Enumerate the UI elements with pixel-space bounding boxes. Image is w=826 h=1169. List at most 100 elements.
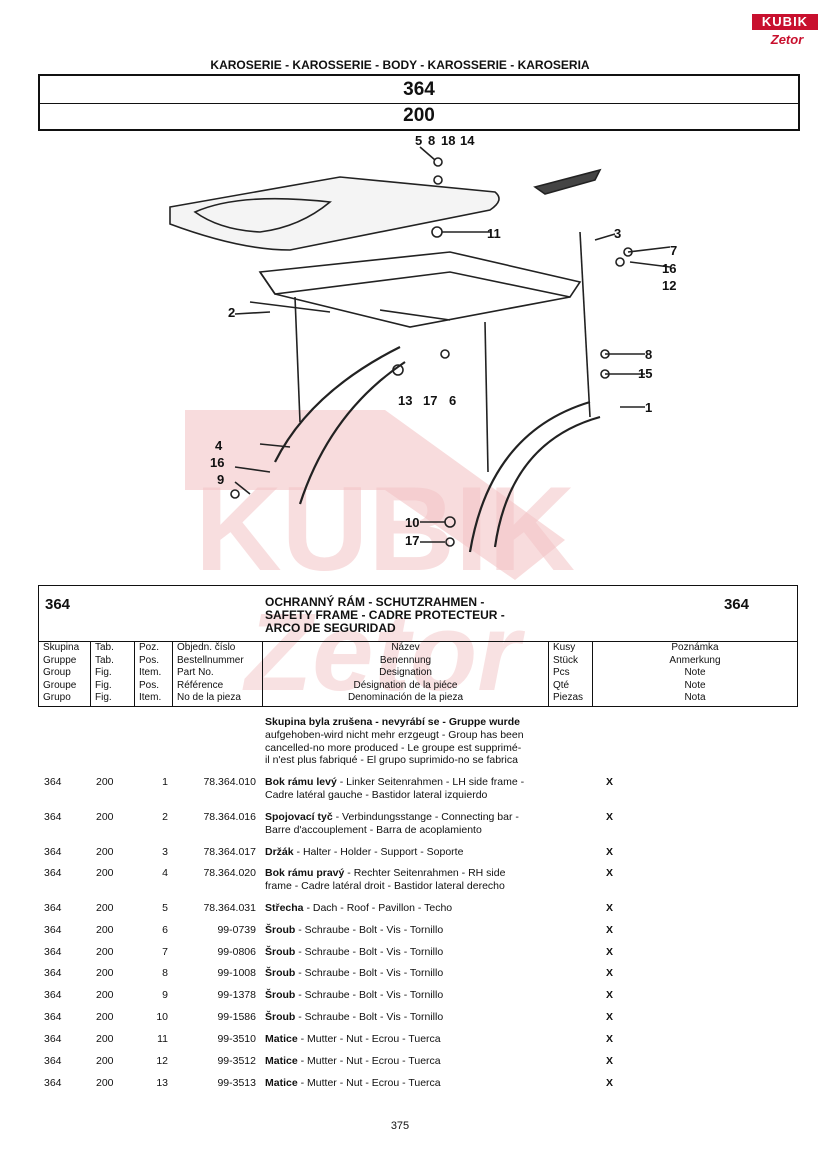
callout-13: 13 — [398, 393, 413, 408]
page-number: 375 — [390, 1120, 410, 1132]
callout-4: 4 — [215, 438, 223, 453]
row-description: Bok rámu pravý - Rechter Seitenrahmen - … — [265, 867, 565, 893]
row-tab: 200 — [96, 946, 114, 958]
callout-17: 17 — [423, 393, 438, 408]
row-part-number: 99-1008 — [217, 967, 256, 979]
callout-8: 8 — [428, 133, 436, 148]
roof-part — [169, 176, 500, 251]
row-position: 11 — [157, 1033, 168, 1045]
row-description: Bok rámu levý - Linker Seitenrahmen - LH… — [265, 776, 565, 802]
row-quantity: X — [606, 1011, 614, 1023]
row-name-cz: Bok rámu levý — [265, 776, 337, 788]
callout-10: 10 — [405, 515, 420, 530]
row-part-number: 78.364.010 — [203, 776, 256, 788]
row-quantity: X — [606, 946, 614, 958]
row-quantity: X — [606, 867, 614, 879]
svg-text:KUBIK: KUBIK — [195, 462, 575, 596]
callout-17b: 17 — [405, 533, 420, 548]
group-cancelled-note: Skupina byla zrušena - nevyrábí se - Gru… — [265, 716, 555, 767]
connecting-bar-left — [249, 301, 331, 313]
callout-6: 6 — [449, 393, 457, 408]
title-line: ARCO DE SEGURIDAD — [265, 621, 396, 635]
row-quantity: X — [606, 776, 614, 788]
callout-8b: 8 — [645, 347, 653, 362]
row-name-cz: Šroub — [265, 924, 296, 936]
row-group: 364 — [44, 867, 62, 879]
row-position: 5 — [162, 902, 168, 914]
row-position: 2 — [162, 811, 168, 823]
row-tab: 200 — [96, 989, 114, 1001]
logo-kubik: KUBIK — [752, 14, 818, 30]
callout-12: 12 — [662, 278, 677, 293]
header-code-left: 364 — [45, 596, 71, 613]
row-name-translations: - Dach - Roof - Pavillon - Techo — [303, 902, 453, 914]
right-arch — [468, 400, 591, 553]
row-name-translations: - Schraube - Bolt - Vis - Tornillo — [295, 946, 444, 958]
kubik-watermark: KUBIK Zetor — [185, 410, 575, 700]
section-title: KAROSERIE - KAROSSERIE - BODY - KAROSSER… — [210, 58, 590, 72]
row-name-cz: Matice — [265, 1077, 298, 1089]
svg-text:Zetor: Zetor — [242, 591, 525, 700]
row-name-cz: Šroub — [265, 1011, 296, 1023]
row-tab: 200 — [96, 846, 114, 858]
top-frame — [258, 251, 582, 298]
row-name-translations: - Schraube - Bolt - Vis - Tornillo — [295, 1011, 444, 1023]
row-name-continued: Barre d'accouplement - Barra de acoplami… — [265, 823, 482, 836]
row-name-cz: Matice — [265, 1033, 298, 1045]
row-group: 364 — [44, 1033, 62, 1045]
row-quantity: X — [606, 1033, 614, 1045]
title-line: OCHRANNÝ RÁM - SCHUTZRAHMEN - — [265, 595, 485, 609]
note-line: Skupina byla zrušena - nevyrábí se - Gru… — [265, 716, 520, 728]
parts-table-header: 364 OCHRANNÝ RÁM - SCHUTZRAHMEN - SAFETY… — [38, 585, 798, 707]
row-name-translations: - Mutter - Nut - Ecrou - Tuerca — [297, 1033, 441, 1045]
row-quantity: X — [606, 902, 614, 914]
row-group: 364 — [44, 846, 62, 858]
row-group: 364 — [44, 811, 62, 823]
row-group: 364 — [44, 989, 62, 1001]
logo-zetor: Zetor — [770, 32, 804, 47]
row-part-number: 99-0806 — [217, 946, 256, 958]
callout-5: 5 — [415, 133, 423, 148]
callout-1: 1 — [645, 400, 653, 415]
row-tab: 200 — [96, 867, 114, 879]
row-name-translations: - Schraube - Bolt - Vis - Tornillo — [295, 924, 444, 936]
callout-3: 3 — [614, 226, 622, 241]
row-position: 12 — [156, 1055, 168, 1067]
row-position: 3 — [162, 846, 168, 858]
row-description: Držák - Halter - Holder - Support - Sopo… — [265, 846, 565, 859]
left-arch — [274, 346, 401, 463]
row-part-number: 99-0739 — [217, 924, 256, 936]
row-tab: 200 — [96, 1033, 114, 1045]
callout-16: 16 — [662, 261, 677, 276]
row-quantity: X — [606, 989, 614, 1001]
row-name-cz: Šroub — [265, 967, 296, 979]
row-name-translations: - Rechter Seitenrahmen - RH side — [344, 867, 506, 879]
row-quantity: X — [606, 967, 614, 979]
row-description: Střecha - Dach - Roof - Pavillon - Techo — [265, 902, 565, 915]
col-pos: Poz.Pos.Item.Pos.Item. — [135, 642, 173, 706]
row-tab: 200 — [96, 1077, 114, 1089]
row-name-translations: - Verbindungsstange - Connecting bar - — [332, 811, 519, 823]
callout-15: 15 — [638, 366, 653, 381]
header-code-right: 364 — [723, 596, 749, 613]
callout-2: 2 — [228, 305, 236, 320]
row-group: 364 — [44, 776, 62, 788]
note-line: aufgehoben-wird nicht mehr erzgeugt - Gr… — [265, 728, 524, 741]
callout-11: 11 — [487, 226, 501, 241]
row-quantity: X — [606, 846, 614, 858]
row-tab: 200 — [96, 967, 114, 979]
row-tab: 200 — [96, 1011, 114, 1023]
row-description: Matice - Mutter - Nut - Ecrou - Tuerca — [265, 1055, 565, 1068]
kubik-zetor-logo: KUBIK Zetor — [752, 14, 818, 50]
row-position: 6 — [162, 924, 168, 936]
row-description: Šroub - Schraube - Bolt - Vis - Tornillo — [265, 924, 565, 937]
connecting-bar-right — [379, 309, 451, 321]
row-description: Spojovací tyč - Verbindungsstange - Conn… — [265, 811, 565, 837]
row-tab: 200 — [96, 811, 114, 823]
row-name-cz: Spojovací tyč — [265, 811, 333, 823]
row-name-cz: Matice — [265, 1055, 298, 1067]
row-name-cz: Šroub — [265, 946, 296, 958]
